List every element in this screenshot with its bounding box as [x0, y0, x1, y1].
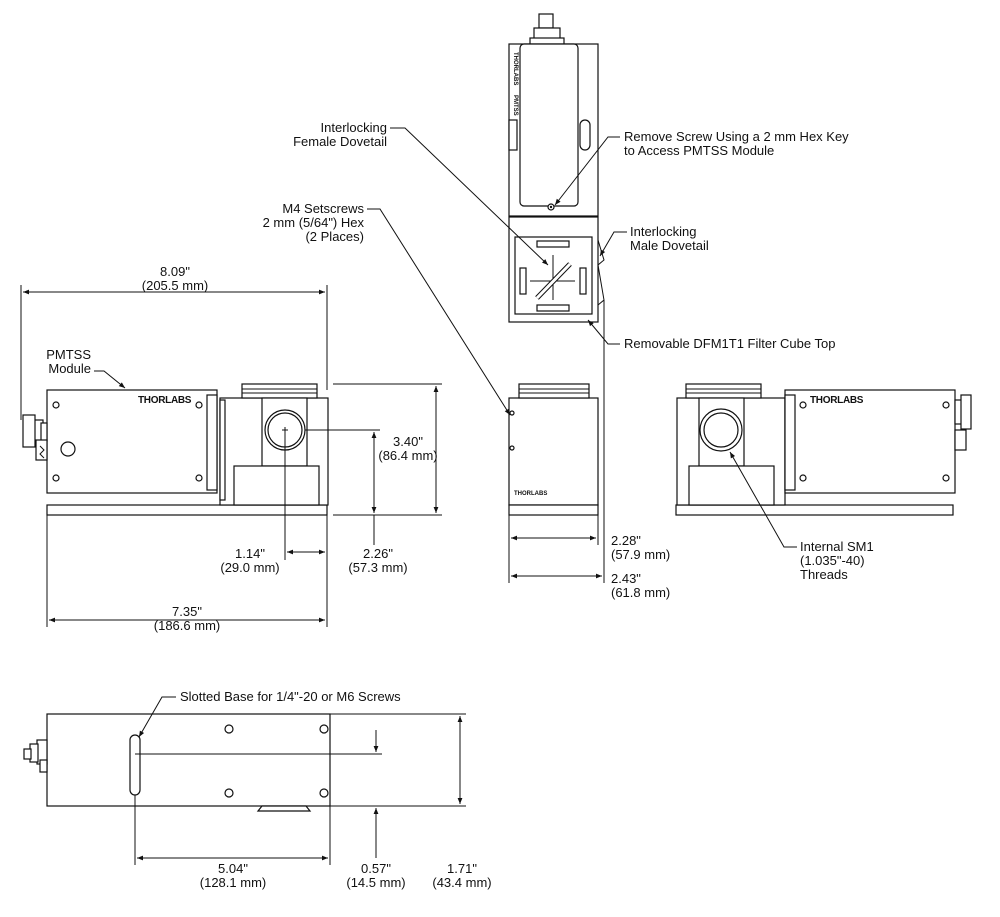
label-internal-sm1-3: Threads: [800, 567, 848, 582]
rear-view: THORLABS: [675, 383, 972, 516]
label-setscrews-2: 2 mm (5/64") Hex: [263, 215, 365, 230]
pmtss-module-body: [46, 389, 218, 494]
dim-slot-offset-in: 0.57": [361, 861, 391, 876]
label-slotted-base: Slotted Base for 1/4"-20 or M6 Screws: [180, 689, 401, 704]
dim-base-length-in: 7.35": [172, 604, 202, 619]
callout-labels: Interlocking Female Dovetail Remove Scre…: [46, 120, 874, 704]
dim-base-width-mm: (43.4 mm): [432, 875, 491, 890]
mounting-slot: [129, 734, 141, 796]
svg-text:PMTSS: PMTSS: [512, 95, 518, 116]
dimension-labels: 8.09" (205.5 mm) 3.40" (86.4 mm) 2.26" (…: [142, 264, 670, 890]
top-view: THORLABS PMTSS: [508, 13, 605, 323]
side-view: THORLABS: [508, 383, 599, 516]
pmtss-module-rear: [784, 389, 956, 494]
dim-axis-height-in: 2.26": [363, 546, 393, 561]
dim-cube-depth-in: 2.28": [611, 533, 641, 548]
label-male-dovetail-1: Interlocking: [630, 224, 696, 239]
dim-slot-distance-in: 5.04": [218, 861, 248, 876]
label-female-dovetail-1: Interlocking: [321, 120, 387, 135]
dim-base-length-mm: (186.6 mm): [154, 618, 220, 633]
dim-base-depth-in: 2.43": [611, 571, 641, 586]
svg-text:THORLABS: THORLABS: [514, 491, 547, 497]
bottom-view: [23, 713, 331, 812]
base-plate: [46, 504, 328, 516]
label-remove-screw-1: Remove Screw Using a 2 mm Hex Key: [624, 129, 849, 144]
svg-text:THORLABS: THORLABS: [512, 52, 518, 85]
svg-text:THORLABS: THORLABS: [810, 395, 864, 406]
dim-axis-offset-in: 1.14": [235, 546, 265, 561]
label-setscrews-3: (2 Places): [305, 229, 364, 244]
pmt-tube-top: [519, 43, 579, 207]
label-remove-screw-2: to Access PMTSS Module: [624, 143, 774, 158]
label-filter-cube-top: Removable DFM1T1 Filter Cube Top: [624, 336, 835, 351]
dim-base-depth-mm: (61.8 mm): [611, 585, 670, 600]
dim-cube-depth-mm: (57.9 mm): [611, 547, 670, 562]
dim-axis-offset-mm: (29.0 mm): [220, 560, 279, 575]
filter-cube-side: [508, 397, 599, 506]
dimension-lines: [20, 127, 797, 865]
dim-axis-height-mm: (57.3 mm): [348, 560, 407, 575]
label-pmtss-1: PMTSS: [46, 347, 91, 362]
dim-overall-length-mm: (205.5 mm): [142, 278, 208, 293]
label-male-dovetail-2: Male Dovetail: [630, 238, 709, 253]
slotted-base: [46, 713, 331, 807]
dim-base-width-in: 1.71": [447, 861, 477, 876]
label-female-dovetail-2: Female Dovetail: [293, 134, 387, 149]
dim-slot-distance-mm: (128.1 mm): [200, 875, 266, 890]
label-internal-sm1-2: (1.035"-40): [800, 553, 865, 568]
label-internal-sm1-1: Internal SM1: [800, 539, 874, 554]
dim-height-in: 3.40": [393, 434, 423, 449]
dim-overall-length-in: 8.09": [160, 264, 190, 279]
front-view: THORLABS: [22, 383, 329, 516]
label-setscrews-1: M4 Setscrews: [282, 201, 364, 216]
svg-text:THORLABS: THORLABS: [138, 395, 192, 406]
dim-slot-offset-mm: (14.5 mm): [346, 875, 405, 890]
label-pmtss-2: Module: [48, 361, 91, 376]
dim-height-mm: (86.4 mm): [378, 448, 437, 463]
